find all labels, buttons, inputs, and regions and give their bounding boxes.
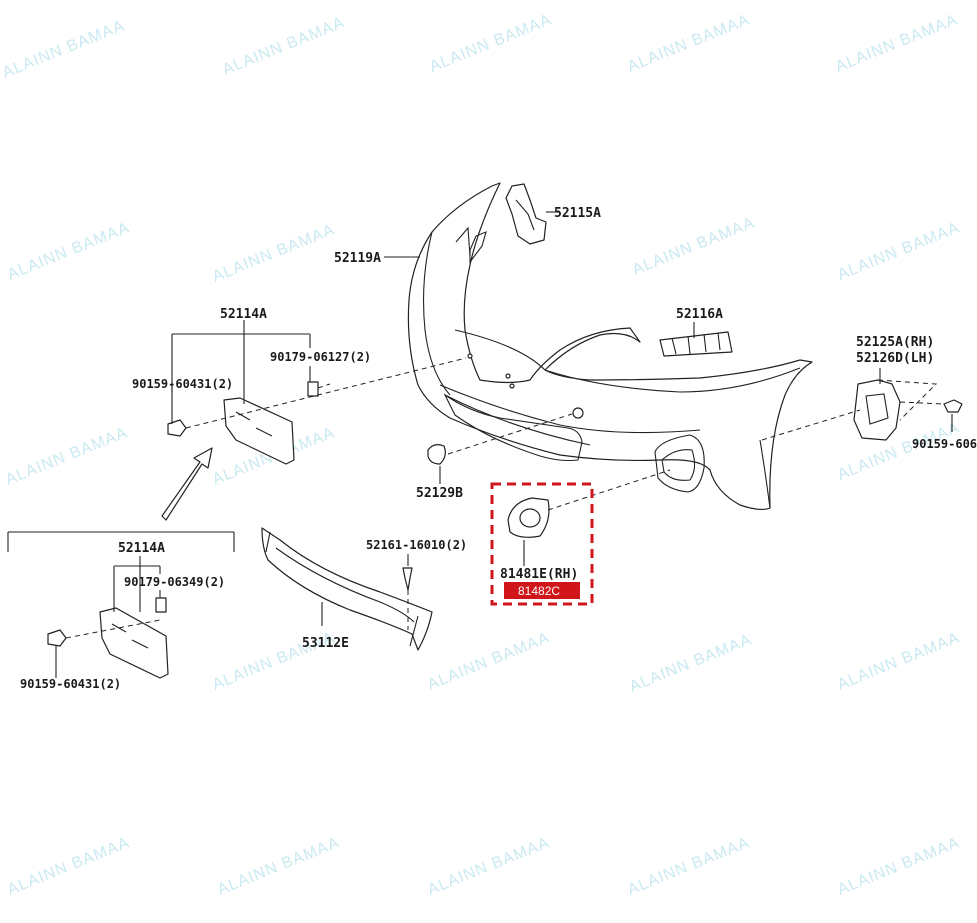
watermark-layer: ALAINN BAMAA ALAINN BAMAA ALAINN BAMAA A… [0, 11, 962, 899]
assembly-lines [65, 357, 945, 639]
retainer-52116A-drawing [659, 331, 733, 357]
part-label-90159-60431-upper: 90159-60431(2) [132, 377, 233, 391]
part-badge-background [504, 582, 580, 599]
part-label-52116A: 52116A [676, 307, 723, 322]
watermark: ALAINN BAMAA [427, 11, 554, 76]
part-label-52115A: 52115A [554, 206, 601, 221]
watermark: ALAINN BAMAA [0, 17, 127, 82]
part-label-52114A-lower: 52114A [118, 541, 165, 556]
highlight-box [490, 482, 594, 606]
fog-bezel-drawing [507, 497, 550, 538]
watermark: ALAINN BAMAA [220, 14, 347, 79]
watermark: ALAINN BAMAA [833, 11, 960, 76]
watermark: ALAINN BAMAA [625, 834, 752, 899]
grille-53112E-drawing [261, 527, 433, 651]
part-label-52125A: 52125A(RH) [856, 335, 934, 350]
watermark: ALAINN BAMAA [3, 424, 130, 489]
part-label-90159-606: 90159-606 [912, 437, 977, 451]
watermark: ALAINN BAMAA [835, 834, 962, 899]
watermark: ALAINN BAMAA [625, 11, 752, 76]
part-badge-81482C: 81482C [518, 584, 560, 598]
clip-52129B-drawing [427, 444, 446, 465]
watermark: ALAINN BAMAA [835, 419, 962, 484]
part-label-53112E: 53112E [302, 636, 349, 651]
side-bracket-drawing [853, 379, 963, 441]
bracket-52115A-drawing [505, 183, 547, 245]
watermark: ALAINN BAMAA [835, 629, 962, 694]
watermark: ALAINN BAMAA [425, 834, 552, 899]
part-labels: 52115A 52119A 52116A 52114A 90179-06127(… [20, 206, 977, 691]
part-label-52119A: 52119A [334, 251, 381, 266]
watermark: ALAINN BAMAA [835, 219, 962, 284]
screw-52161-drawing [402, 567, 413, 591]
watermark: ALAINN BAMAA [215, 834, 342, 899]
bumper-cover-drawing [407, 182, 813, 511]
part-label-52129B: 52129B [416, 486, 463, 501]
watermark: ALAINN BAMAA [5, 219, 132, 284]
part-label-52114A-upper: 52114A [220, 307, 267, 322]
watermark: ALAINN BAMAA [425, 629, 552, 694]
part-label-81481E: 81481E(RH) [500, 567, 578, 582]
part-label-52126D: 52126D(LH) [856, 351, 934, 366]
license-bracket-lower-drawing [47, 597, 169, 679]
leader-lines [7, 211, 953, 678]
watermark: ALAINN BAMAA [627, 631, 754, 696]
part-label-90159-60431-lower: 90159-60431(2) [20, 677, 121, 691]
part-label-90179-06127: 90179-06127(2) [270, 350, 371, 364]
watermark: ALAINN BAMAA [5, 834, 132, 899]
watermark: ALAINN BAMAA [210, 221, 337, 286]
direction-arrow [161, 447, 213, 521]
watermark: ALAINN BAMAA [630, 214, 757, 279]
part-label-52161-16010: 52161-16010(2) [366, 538, 467, 552]
part-label-90179-06349: 90179-06349(2) [124, 575, 225, 589]
